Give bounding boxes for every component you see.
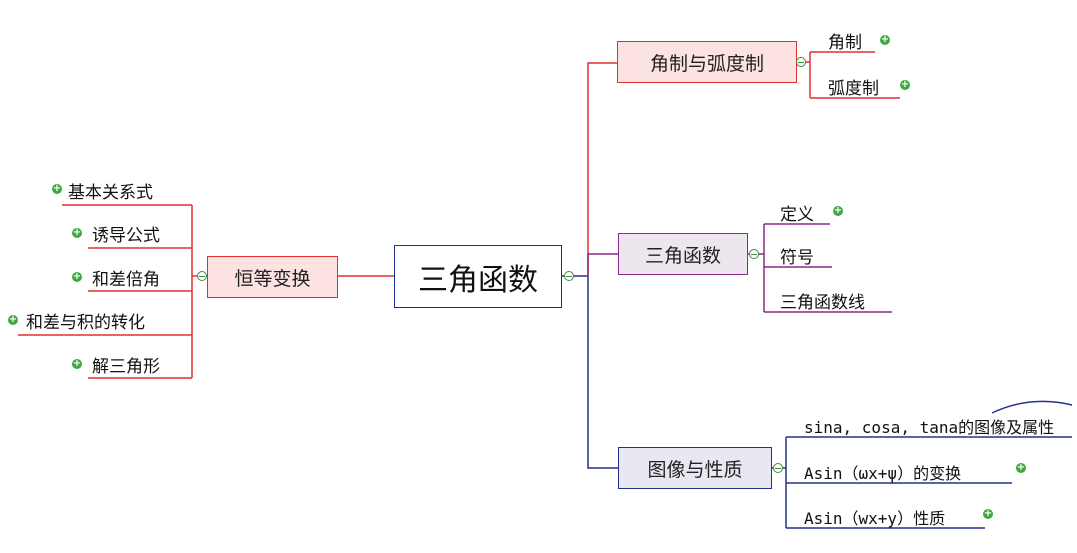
collapse-icon[interactable] (773, 463, 783, 473)
expand-icon[interactable]: + (72, 358, 82, 369)
expand-icon[interactable]: + (1016, 462, 1026, 473)
branch-label: 图像与性质 (647, 458, 743, 481)
branch-label: 三角函数 (644, 244, 721, 267)
leaf-angle-system[interactable]: 角制 (828, 33, 862, 53)
leaf-asin-properties[interactable]: Asin（wx+y）性质 (804, 509, 946, 528)
collapse-icon[interactable] (749, 249, 759, 259)
expand-icon[interactable]: + (72, 227, 82, 238)
central-topic-label: 三角函数 (418, 262, 538, 298)
expand-icon[interactable]: + (880, 34, 890, 45)
leaf-solve-triangle[interactable]: 解三角形 (92, 357, 160, 377)
expand-icon[interactable]: + (72, 271, 82, 282)
leaf-basic-graphs[interactable]: sina, cosa, tana的图像及属性 (804, 418, 1055, 437)
branch-label: 恒等变换 (234, 267, 311, 290)
leaf-sum-diff-double-angle[interactable]: 和差倍角 (92, 270, 160, 290)
collapse-icon[interactable] (197, 271, 207, 281)
leaf-basic-relations[interactable]: 基本关系式 (68, 183, 153, 203)
branch-label: 角制与弧度制 (649, 52, 764, 75)
expand-icon[interactable]: + (983, 508, 993, 519)
leaf-radian-system[interactable]: 弧度制 (828, 79, 879, 99)
expand-icon[interactable]: + (8, 314, 18, 325)
expand-icon[interactable]: + (900, 79, 910, 90)
collapse-icon[interactable] (796, 57, 806, 67)
branch-angle-radian[interactable]: 角制与弧度制 (617, 41, 797, 83)
leaf-induction-formula[interactable]: 诱导公式 (92, 226, 160, 246)
leaf-definition[interactable]: 定义 (780, 205, 814, 225)
branch-trig-function[interactable]: 三角函数 (618, 233, 748, 275)
central-topic[interactable]: 三角函数 (394, 245, 562, 308)
leaf-sum-product-conversion[interactable]: 和差与积的转化 (26, 313, 145, 333)
branch-identity-transform[interactable]: 恒等变换 (207, 256, 338, 298)
expand-icon[interactable]: + (52, 183, 62, 194)
collapse-icon[interactable] (564, 271, 574, 281)
leaf-asin-transform[interactable]: Asin（ωx+ψ）的变换 (804, 464, 962, 483)
leaf-trig-lines[interactable]: 三角函数线 (780, 293, 865, 313)
leaf-sign[interactable]: 符号 (780, 248, 814, 268)
expand-icon[interactable]: + (833, 205, 843, 216)
branch-graph-properties[interactable]: 图像与性质 (618, 447, 772, 489)
